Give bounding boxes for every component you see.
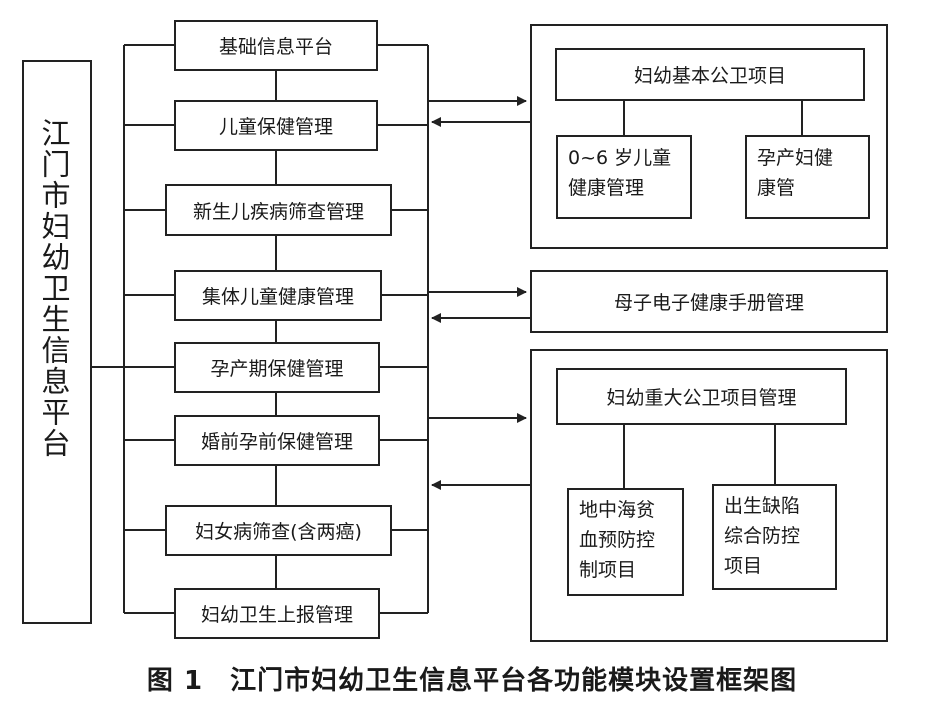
module-label: 集体儿童健康管理 xyxy=(201,286,354,308)
module-basic-info: 基础信息平台 xyxy=(174,20,378,71)
module-label: 基础信息平台 xyxy=(218,36,333,58)
module-label: 妇女病筛查(含两癌) xyxy=(195,521,362,543)
module-label: 儿童保健管理 xyxy=(218,116,333,138)
module-label: 孕产期保健管理 xyxy=(210,358,344,380)
module-child-care: 儿童保健管理 xyxy=(174,100,378,151)
birth-defect-box: 出生缺陷 综合防控 项目 xyxy=(712,484,837,590)
major-public-health-title: 妇幼重大公卫项目管理 xyxy=(556,368,847,425)
module-maternal-care: 孕产期保健管理 xyxy=(174,342,380,393)
module-reporting: 妇幼卫生上报管理 xyxy=(174,588,380,639)
module-label: 新生儿疾病筛查管理 xyxy=(192,200,364,223)
maternal-health-box: 孕产妇健 康管 xyxy=(745,135,870,219)
platform-box: 江门市妇幼卫生信息平台 xyxy=(22,60,92,624)
module-newborn-screening: 新生儿疾病筛查管理 xyxy=(165,184,392,236)
module-label: 婚前孕前保健管理 xyxy=(200,431,353,453)
platform-title: 江门市妇幼卫生信息平台 xyxy=(37,118,71,459)
basic-public-health-title: 妇幼基本公卫项目 xyxy=(555,48,865,101)
thalassemia-box: 地中海贫 血预防控 制项目 xyxy=(567,488,684,596)
module-women-screening: 妇女病筛查(含两癌) xyxy=(165,505,392,556)
major-public-health-panel xyxy=(530,349,888,642)
module-premarital-care: 婚前孕前保健管理 xyxy=(174,415,380,466)
basic-public-health-panel xyxy=(530,24,888,249)
module-group-child-health: 集体儿童健康管理 xyxy=(174,270,382,321)
ehr-handbook-box: 母子电子健康手册管理 xyxy=(530,270,888,333)
module-label: 妇幼卫生上报管理 xyxy=(200,604,353,626)
child-health-box: 0~6 岁儿童 健康管理 xyxy=(556,135,692,219)
figure-caption: 图 1 江门市妇幼卫生信息平台各功能模块设置框架图 xyxy=(146,666,798,696)
